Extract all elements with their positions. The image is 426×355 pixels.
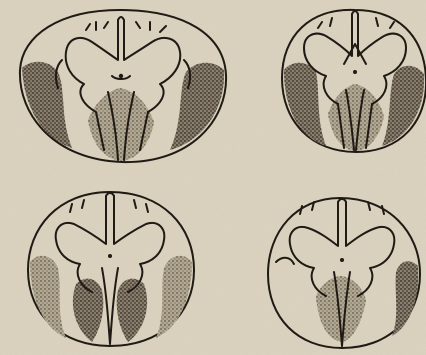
- plate-drawing: [0, 0, 426, 355]
- illustration-plate: [0, 0, 426, 355]
